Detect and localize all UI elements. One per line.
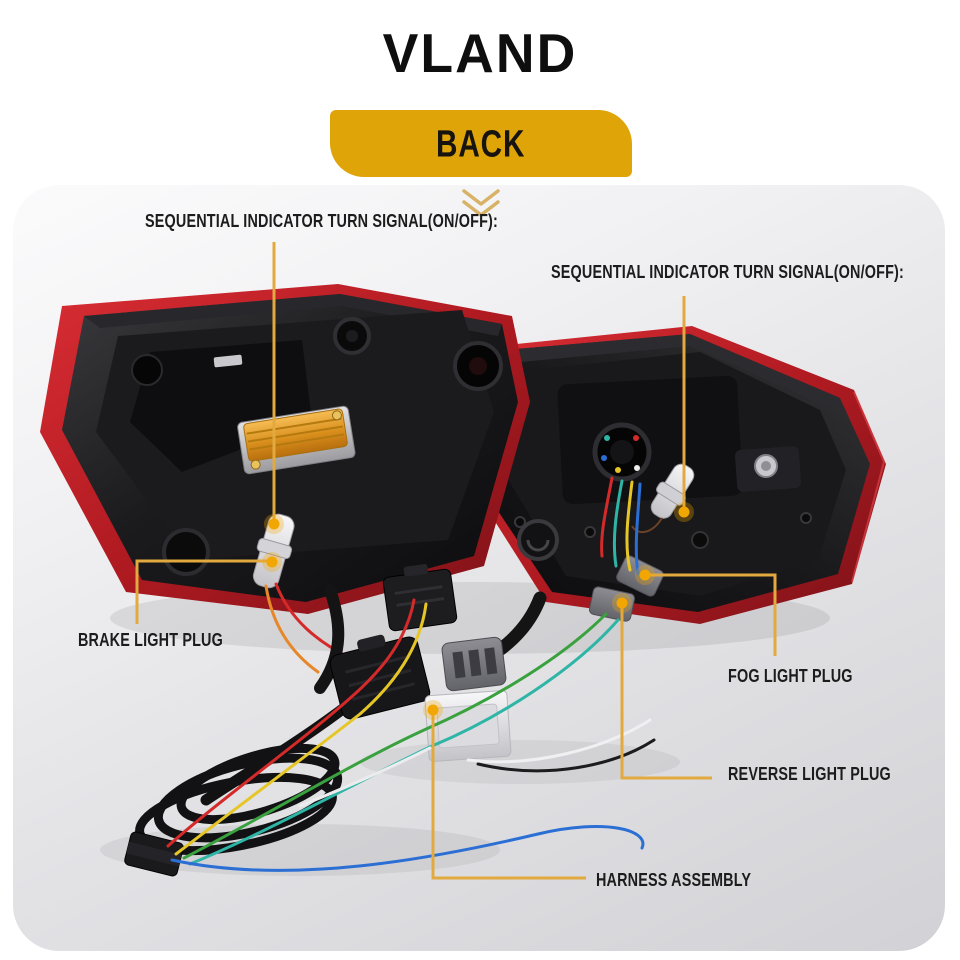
annotation-turn-signal-right: SEQUENTIAL INDICATOR TURN SIGNAL(ON/OFF)… [551, 262, 904, 282]
relay-box [382, 564, 458, 632]
brand-logo: VLAND [382, 23, 578, 85]
load-resistor [237, 405, 356, 475]
callout-line-harness-assembly [431, 712, 586, 880]
annotation-brake-light-plug: BRAKE LIGHT PLUG [78, 630, 223, 650]
mounting-bolt [735, 446, 801, 492]
annotation-harness-assembly: HARNESS ASSEMBLY [596, 870, 752, 890]
wiring-harness [124, 476, 664, 877]
socket-to-plug-wires [600, 476, 642, 576]
turn-signal-socket-right [592, 422, 652, 482]
harness-wires [166, 598, 656, 872]
callout-dots [262, 502, 694, 720]
bulb-holder-left [252, 513, 295, 589]
annotation-reverse-light-plug: REVERSE LIGHT PLUG [728, 764, 891, 784]
callout-line-brake-light-plug [135, 559, 268, 624]
gray-cap [441, 636, 507, 692]
right-tail-light [470, 326, 886, 624]
back-section-banner: BACK [330, 110, 632, 177]
left-tail-light [40, 284, 559, 674]
double-chevron-down-icon [462, 189, 500, 217]
white-plug [424, 690, 512, 762]
callout-lines [135, 242, 777, 880]
annotation-turn-signal-left: SEQUENTIAL INDICATOR TURN SIGNAL(ON/OFF)… [145, 211, 498, 231]
back-banner-label: BACK [436, 121, 526, 165]
small-connector [124, 831, 184, 877]
callout-line-reverse-light-plug [620, 603, 712, 780]
annotation-fog-light-plug: FOG LIGHT PLUG [728, 666, 853, 686]
callout-line-fog-light-plug [645, 573, 777, 656]
